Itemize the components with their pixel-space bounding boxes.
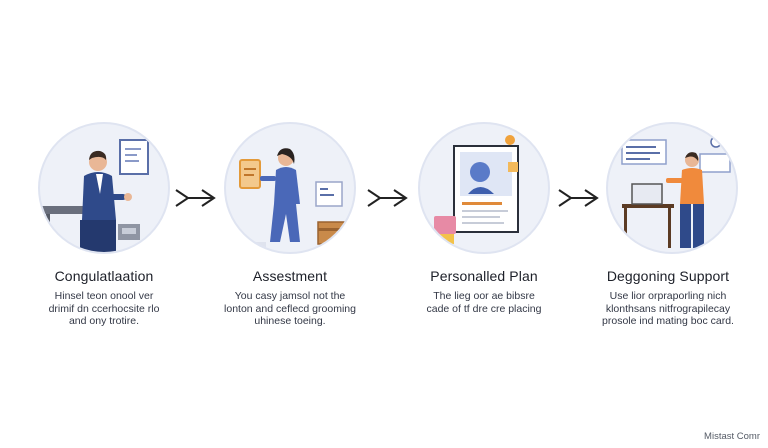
step-4-title: Deggoning Support — [606, 268, 730, 284]
step-3-description: The lieg oor ae bibsre cade of tf dre cr… — [384, 290, 584, 315]
step-3-circle — [418, 122, 550, 254]
double-chevron-arrow-icon — [558, 189, 599, 207]
step-4-illustration — [606, 122, 738, 254]
step-1-desc-line: drimif dn ccerhocsite rlo — [48, 302, 160, 315]
step-2-circle — [224, 122, 356, 254]
step-1-circle — [38, 122, 170, 254]
step-3-desc-line: cade of tf dre cre placing — [426, 302, 542, 315]
step-2-desc-line: uhinese toeing. — [254, 315, 326, 327]
step-1-desc-line: Hinsel teon onool ver — [54, 290, 154, 302]
step-4-desc-line: klonthsans nitfrograpilecay — [605, 302, 731, 315]
step-4-description: Use lior orpraporling nich klonthsans ni… — [568, 290, 768, 328]
step-1-desc-line: and ony trotire. — [68, 315, 140, 327]
step-2-description: You casy jamsol not the lonton and cefle… — [190, 290, 390, 328]
step-2-desc-line: lonton and ceflecd grooming — [224, 302, 356, 315]
step-2-desc-line: You casy jamsol not the — [234, 290, 346, 302]
step-3-illustration — [418, 122, 550, 254]
watermark: Mistast Comr — [704, 431, 760, 442]
step-3-desc-line: The lieg oor ae bibsre — [433, 290, 535, 302]
step-4-desc-line: prosole ind mating boc card. — [602, 315, 734, 327]
double-chevron-arrow-icon — [175, 189, 216, 207]
step-1-title: Congulatlaation — [54, 268, 154, 284]
step-4-circle — [606, 122, 738, 254]
step-1-description: Hinsel teon onool ver drimif dn ccerhocs… — [4, 290, 204, 328]
double-chevron-arrow-icon — [367, 189, 408, 207]
step-4-desc-line: Use lior orpraporling nich — [609, 290, 727, 302]
step-3-title: Personalled Plan — [430, 268, 538, 284]
step-1-illustration — [38, 122, 170, 254]
step-2-illustration — [224, 122, 356, 254]
step-2-title: Assestment — [252, 268, 328, 284]
